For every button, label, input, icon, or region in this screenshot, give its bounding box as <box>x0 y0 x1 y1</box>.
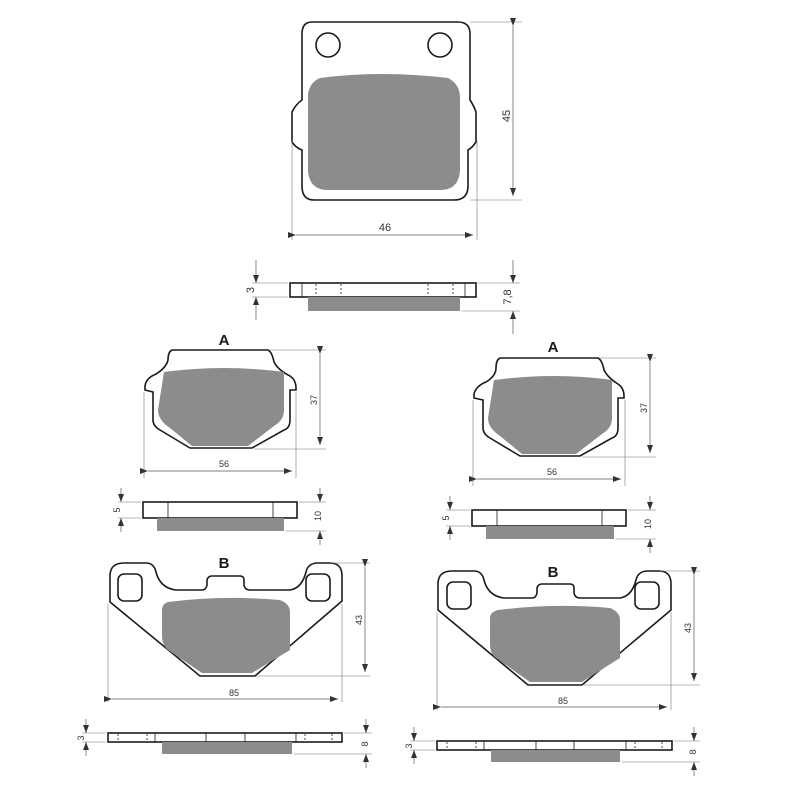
total-thickness-label: 8 <box>360 741 370 746</box>
friction-material <box>491 750 620 762</box>
total-thickness-label: 8 <box>688 749 698 754</box>
friction-material <box>308 297 460 311</box>
backing-thickness-label: 3 <box>76 735 86 740</box>
backing-thickness-label: 5 <box>441 515 451 520</box>
friction-material <box>490 605 620 682</box>
variant-a-right-side-view: 5 10 <box>441 496 656 553</box>
width-label: 85 <box>558 696 568 706</box>
variant-a-left-side-view: 5 10 <box>112 488 326 545</box>
height-label: 45 <box>501 110 513 122</box>
mounting-hole <box>315 32 341 58</box>
friction-material <box>162 742 292 754</box>
friction-material <box>157 518 284 531</box>
variant-letter: B <box>548 564 559 581</box>
total-thickness-label: 7,8 <box>502 289 514 304</box>
top-pad-front-view: 45 46 <box>288 18 522 240</box>
mounting-hole <box>117 573 143 602</box>
height-label: 43 <box>683 623 693 633</box>
mounting-hole <box>446 581 472 610</box>
variant-letter: A <box>548 339 559 356</box>
friction-material <box>486 526 614 539</box>
height-label: 37 <box>309 395 319 405</box>
variant-b-left-side-view: 3 8 <box>76 719 372 768</box>
backing-thickness-label: 5 <box>112 507 122 512</box>
width-label: 85 <box>229 688 239 698</box>
variant-a-right-front-view: A 37 56 <box>469 339 656 486</box>
variant-letter: A <box>219 332 230 349</box>
friction-material <box>488 376 612 454</box>
width-label: 56 <box>219 459 229 469</box>
friction-material <box>162 597 290 673</box>
variant-letter: B <box>219 555 230 572</box>
top-pad-side-view: 3 7,8 <box>245 260 520 334</box>
width-label: 46 <box>379 222 391 234</box>
width-label: 56 <box>547 467 557 477</box>
friction-material <box>308 74 460 190</box>
total-thickness-label: 10 <box>643 519 653 529</box>
friction-material <box>158 368 284 446</box>
mounting-hole <box>305 573 331 602</box>
variant-a-left-front-view: A 37 56 <box>140 332 326 478</box>
variant-b-right-front-view: B 43 85 <box>433 564 700 710</box>
height-label: 43 <box>354 615 364 625</box>
variant-b-right-side-view: 3 8 <box>404 727 700 776</box>
backing-thickness-label: 3 <box>245 287 257 293</box>
height-label: 37 <box>639 403 649 413</box>
mounting-hole <box>427 32 453 58</box>
mounting-hole <box>634 581 660 610</box>
total-thickness-label: 10 <box>313 511 323 521</box>
variant-b-left-front-view: B 43 85 <box>104 555 370 702</box>
backing-thickness-label: 3 <box>404 743 414 748</box>
